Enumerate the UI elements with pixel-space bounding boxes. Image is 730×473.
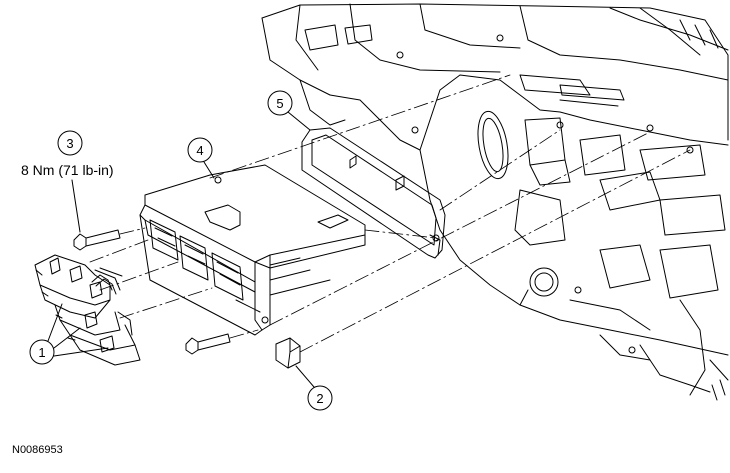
callout-1-leaders [47,303,109,357]
callout-2-number: 2 [316,391,323,406]
callout-4-circle [187,137,213,163]
vehicle-body-structure [261,3,729,401]
callout-2: 2 [295,365,333,411]
callout-1-number: 1 [38,345,45,360]
callout-1: 1 [29,303,109,365]
callout-5: 5 [267,90,311,131]
connector-group [34,254,141,366]
callout-3: 3 [57,130,83,233]
callout-3-circle [57,130,83,156]
figure-id-label: N0086953 [12,444,63,456]
callout-4: 4 [187,137,215,179]
bolt-upper [73,229,121,251]
callout-5-leader [287,111,311,131]
callout-1-circle [29,339,55,365]
callout-4-leader [203,161,215,179]
torque-spec-label: 8 Nm (71 lb-in) [21,162,114,178]
callout-3-leader [71,179,81,233]
mounting-bracket [301,127,446,259]
callout-3-number: 3 [66,136,73,151]
callout-5-circle [267,90,293,116]
callout-5-number: 5 [276,96,283,111]
bolt-lower [185,333,231,355]
callout-2-circle [307,385,333,411]
nut [275,337,301,369]
callout-4-number: 4 [196,143,203,158]
module-housing [139,164,366,336]
alignment-lines [89,74,691,353]
callout-2-leader [295,365,315,388]
